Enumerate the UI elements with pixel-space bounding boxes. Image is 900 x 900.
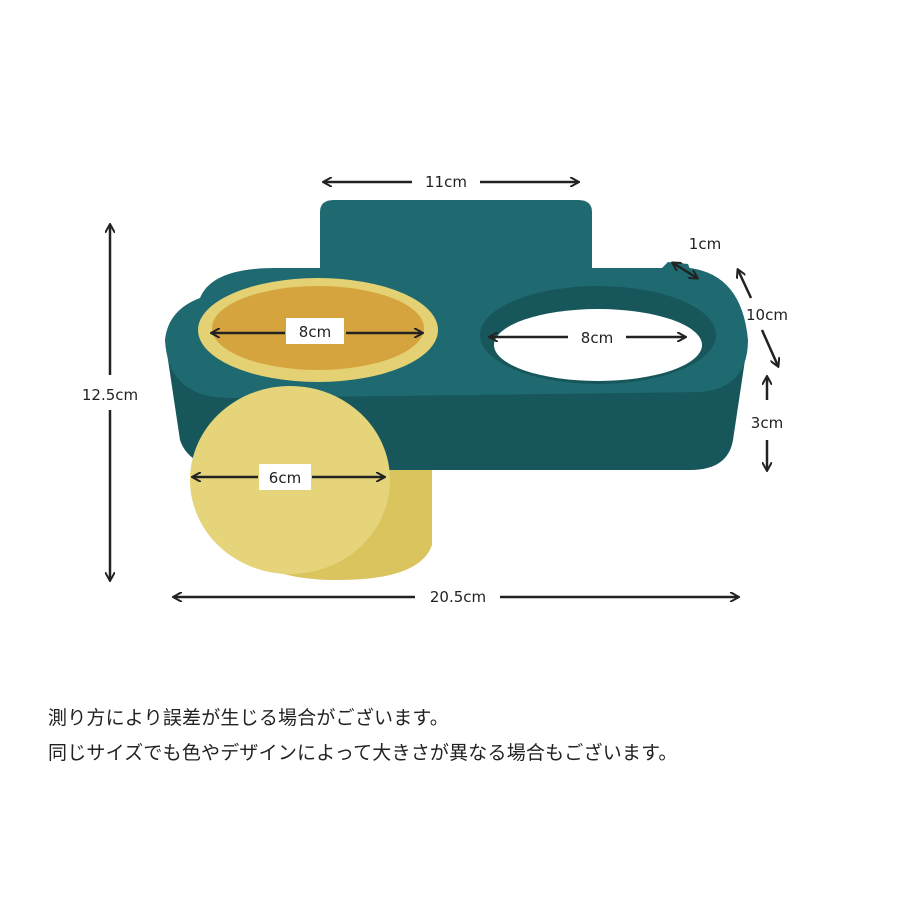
label-height: 12.5cm <box>82 386 138 404</box>
label-lid-diameter: 6cm <box>269 469 301 487</box>
back-plate <box>320 200 592 278</box>
note-size-variation: 同じサイズでも色やデザインによって大きさが異なる場合もございます。 <box>48 742 678 764</box>
label-thickness: 3cm <box>751 414 783 432</box>
note-measurement-error: 測り方により誤差が生じる場合がございます。 <box>48 707 449 729</box>
label-hole-diameter: 8cm <box>581 329 613 347</box>
label-total-width: 20.5cm <box>430 588 486 606</box>
dimension-arrows <box>110 182 778 597</box>
label-top-width: 11cm <box>425 173 467 191</box>
label-tab: 1cm <box>689 235 721 253</box>
label-depth: 10cm <box>746 306 788 324</box>
label-cup-diameter: 8cm <box>299 323 331 341</box>
